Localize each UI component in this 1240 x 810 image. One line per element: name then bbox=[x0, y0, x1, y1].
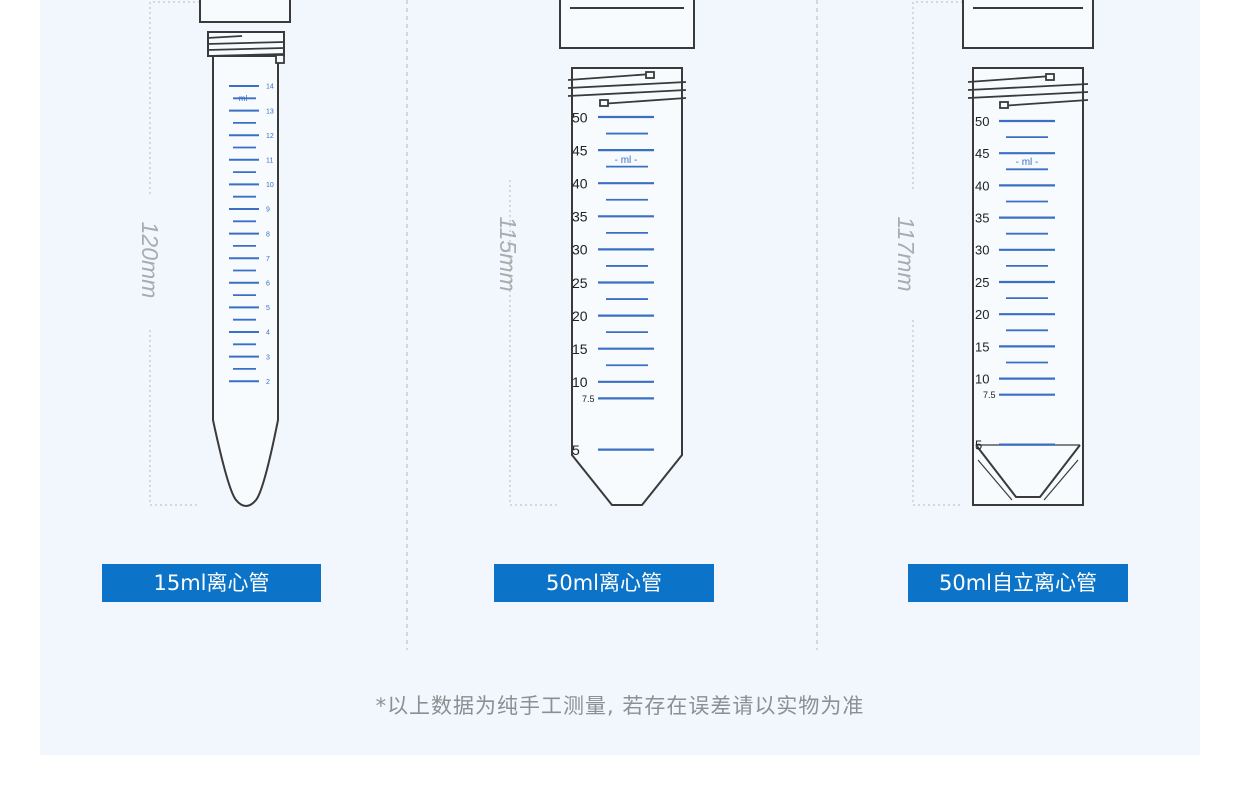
graduation-label: 2 bbox=[266, 379, 270, 386]
graduation-label: 50 bbox=[975, 114, 989, 129]
graduation-label: 13 bbox=[266, 108, 274, 115]
graduation-label: 9 bbox=[266, 207, 270, 214]
graduation-label: 5 bbox=[572, 442, 580, 458]
graduation-label: 45 bbox=[572, 142, 588, 158]
graduation-label: 10 bbox=[975, 372, 989, 387]
label-15ml-tube: 15ml离心管 bbox=[102, 564, 321, 602]
graduation-label: 30 bbox=[975, 243, 989, 258]
graduation-label: 40 bbox=[975, 178, 989, 193]
graduation-label: 6 bbox=[266, 280, 270, 287]
graduation-label: 10 bbox=[266, 182, 274, 189]
dimension-line-2 bbox=[509, 180, 560, 506]
graduation-label: 7.5 bbox=[582, 394, 595, 404]
dimension-text-50ml-standing: 117mm bbox=[893, 216, 919, 292]
tube-body-50ml-standing bbox=[972, 67, 1084, 506]
graduation-label: 20 bbox=[572, 308, 588, 324]
label-50ml-standing-tube: 50ml自立离心管 bbox=[908, 564, 1128, 602]
graduation-label: 30 bbox=[572, 242, 588, 258]
graduation-label: 4 bbox=[266, 330, 270, 337]
graduation-label: 3 bbox=[266, 354, 270, 361]
graduation-label: 15 bbox=[572, 341, 588, 357]
unit-label: - ml - bbox=[1016, 157, 1039, 168]
graduation-label: 11 bbox=[266, 157, 273, 164]
dimension-line-3 bbox=[912, 1, 963, 506]
measurement-footnote: *以上数据为纯手工测量, 若存在误差请以实物为准 bbox=[375, 694, 865, 718]
tube-15ml bbox=[199, 0, 291, 507]
threads-50ml-standing bbox=[967, 73, 1089, 109]
graduation-label: 12 bbox=[266, 133, 274, 140]
graduation-label: 35 bbox=[572, 209, 588, 225]
dimension-text-50ml: 115mm bbox=[495, 216, 521, 292]
graduation-label: 5 bbox=[266, 305, 270, 312]
threads-15ml bbox=[206, 35, 285, 64]
graduation-label: 8 bbox=[266, 231, 270, 238]
scale-15ml: 14 13 12 11 10 9 8 7 6 5 4 3 2 - ml - bbox=[229, 84, 274, 386]
graduation-label: 15 bbox=[975, 339, 989, 354]
graduation-label: 7.5 bbox=[983, 390, 996, 400]
tube-body-15ml bbox=[212, 54, 279, 507]
graduation-label: 20 bbox=[975, 307, 989, 322]
threads-50ml bbox=[567, 71, 687, 107]
graduation-label: 50 bbox=[572, 109, 588, 125]
tube-body-50ml bbox=[571, 67, 683, 506]
cap-15ml bbox=[199, 0, 291, 23]
graduation-label: 40 bbox=[572, 176, 588, 192]
cap-50ml bbox=[559, 0, 695, 49]
unit-label: - ml - bbox=[234, 94, 253, 103]
dimension-text-15ml: 120mm bbox=[137, 221, 163, 299]
label-50ml-tube: 50ml离心管 bbox=[494, 564, 714, 602]
dimension-line-1 bbox=[149, 1, 200, 506]
tube-50ml bbox=[559, 0, 695, 506]
graduation-label: 7 bbox=[266, 256, 270, 263]
scale-50ml: 50 45 40 35 30 25 20 15 10 7.5 5 - ml - bbox=[572, 109, 654, 458]
scale-50ml-standing: 50 45 40 35 30 25 20 15 10 7.5 5 - ml - bbox=[975, 114, 1055, 453]
graduation-label: 35 bbox=[975, 211, 989, 226]
graduation-label: 45 bbox=[975, 146, 989, 161]
unit-label: - ml - bbox=[615, 155, 638, 166]
graduation-label: 14 bbox=[266, 84, 274, 91]
graduation-label: 5 bbox=[975, 438, 982, 453]
graduation-label: 25 bbox=[975, 275, 989, 290]
graduation-label: 10 bbox=[572, 374, 588, 390]
graduation-label: 25 bbox=[572, 275, 588, 291]
cap-50ml-standing bbox=[962, 0, 1094, 49]
